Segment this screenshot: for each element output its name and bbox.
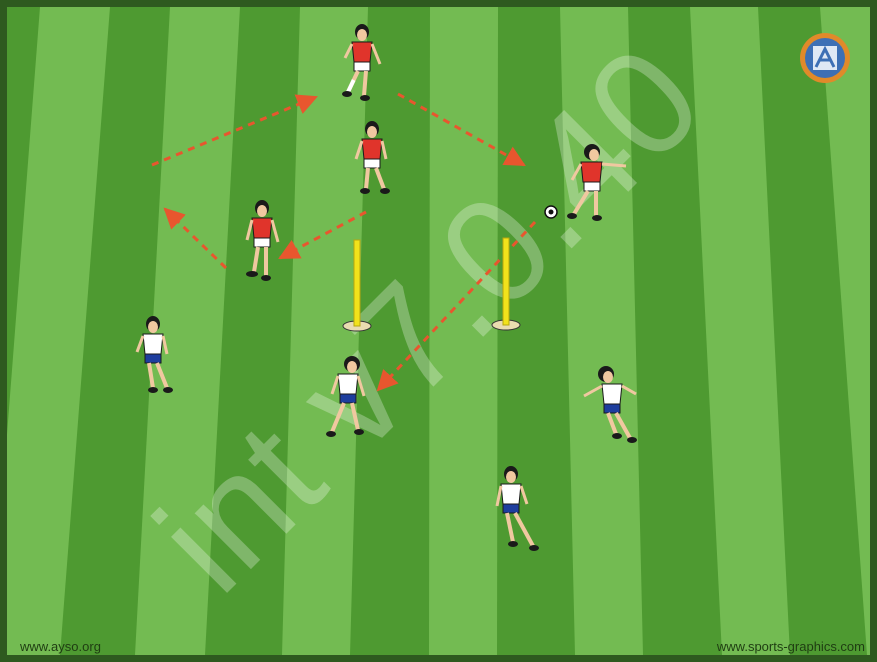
credit-ayso-url: www.ayso.org <box>20 639 101 654</box>
ayso-logo-icon <box>800 33 850 83</box>
credit-sports-graphics-url: www.sports-graphics.com <box>717 639 865 654</box>
soccer-ball <box>545 206 557 218</box>
